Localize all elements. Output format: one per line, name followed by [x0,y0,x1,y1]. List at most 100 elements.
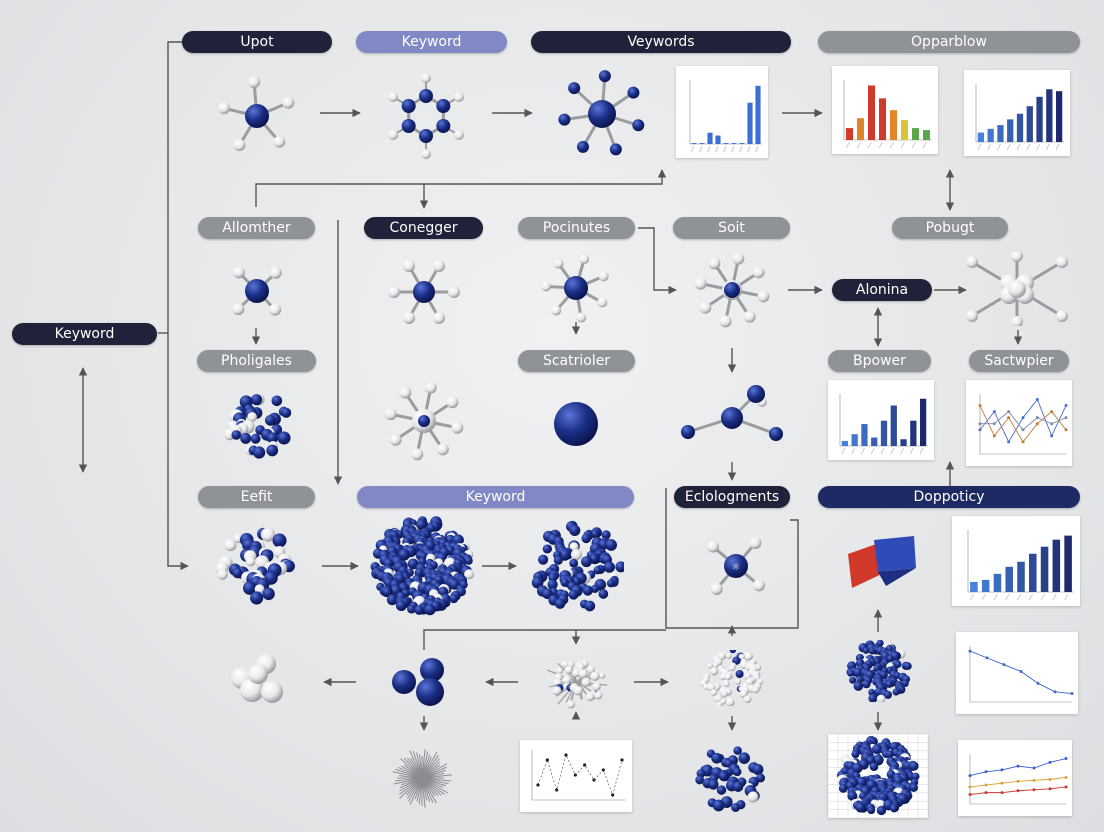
atom [245,104,269,128]
atom [248,664,268,684]
atom [847,669,855,677]
atom [451,421,464,434]
atom [281,407,292,418]
data-point [1050,422,1054,426]
atom [436,99,451,113]
atom [885,750,894,759]
tick-label [970,593,975,601]
atom [240,432,252,444]
bar [993,573,1002,592]
atom [606,579,616,588]
spike [392,771,423,779]
atom [261,681,283,703]
atom [464,556,473,565]
molecule-spiky [547,659,608,709]
bar [867,85,876,140]
atom [571,668,581,678]
bar [911,128,920,140]
atom [699,301,712,314]
atom [413,281,435,303]
atom [232,303,245,316]
atom [217,569,228,580]
bar [970,581,978,592]
node-label-opparblow: Opparblow [818,31,1080,53]
atom [273,135,286,148]
data-point [583,763,587,767]
atom [862,680,871,689]
atom [838,783,848,793]
atom [909,761,919,771]
data-point [592,778,596,782]
atom [569,524,581,536]
molecule-white-cluster [231,654,283,703]
molecule-urchin [392,749,452,808]
atom [231,430,242,440]
node-label-eclologments: Eclologments [674,486,790,508]
data-point [545,758,549,762]
atom [603,561,615,573]
bar [871,437,878,446]
atom [403,260,415,273]
spike [409,777,423,805]
atom [262,587,275,601]
atom [966,310,978,322]
data-point [968,785,972,789]
atom [710,582,723,595]
tick-label [731,145,735,153]
atom [579,254,590,265]
data-point [968,793,972,797]
bar [1007,119,1014,142]
chart-4 [839,394,928,455]
atom [538,554,549,565]
bar [878,98,887,140]
atom [433,260,445,273]
data-point [1064,428,1068,432]
atom [862,647,870,654]
atom [556,667,564,674]
atom [407,604,416,614]
atom [886,654,894,663]
atom [747,791,759,803]
atom [694,277,707,290]
molecule-cluster [694,252,770,328]
bar [747,102,753,144]
atom [418,415,430,427]
node-label-alonina: Alonina [832,279,932,301]
atom [386,594,398,606]
nanoparticle-dispersed [531,520,624,612]
bar [707,132,713,144]
molecule-chain [681,385,783,441]
bar [880,420,888,446]
atom [248,76,261,89]
chart-panel-5 [966,380,1072,466]
atom [573,685,583,696]
node-label-soit: Soit [673,217,790,239]
node-label-pholigales: Pholigales [197,350,316,372]
cube-polyhedron [848,536,916,588]
atom [729,650,737,654]
data-point [992,410,996,414]
atom [1056,256,1068,268]
atom [419,129,433,143]
data-point [985,656,989,660]
atom [749,537,762,550]
atom [388,92,399,102]
atom [849,676,857,684]
node-label-doppoticy: Doppoticy [818,486,1080,508]
atom [1008,280,1026,298]
molecule-branch [541,254,609,323]
atom [747,385,765,403]
node-label-bpower: Bpower [828,350,931,372]
atom [564,665,573,675]
data-point [992,434,996,438]
series-line [980,410,1067,431]
label-text: Pocinutes [542,220,611,236]
atom [420,658,444,682]
label-text: Sactwpier [984,353,1054,369]
atom [707,540,720,553]
label-text: Soit [718,220,745,236]
node-label-upot: Upot [182,31,332,53]
atom [586,665,595,674]
bar [997,125,1004,142]
data-point [1032,766,1036,770]
